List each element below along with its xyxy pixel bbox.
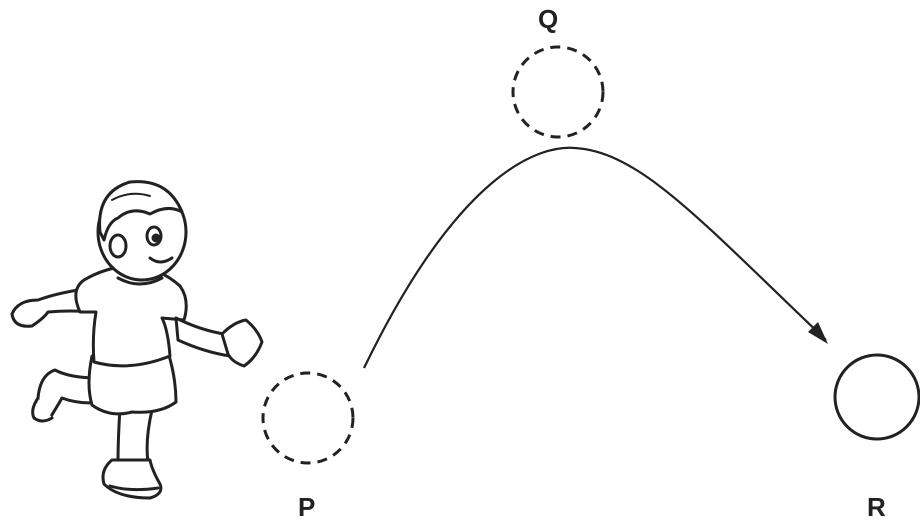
ball-path-arrow — [363, 146, 828, 369]
ball-at-p-dashed — [261, 371, 355, 465]
ball-at-q-dashed — [511, 45, 605, 139]
label-q: Q — [538, 4, 559, 34]
label-p: P — [298, 492, 316, 522]
running-boy-illustration — [10, 180, 264, 500]
ball-at-r-solid — [833, 353, 920, 441]
label-r: R — [867, 492, 886, 522]
